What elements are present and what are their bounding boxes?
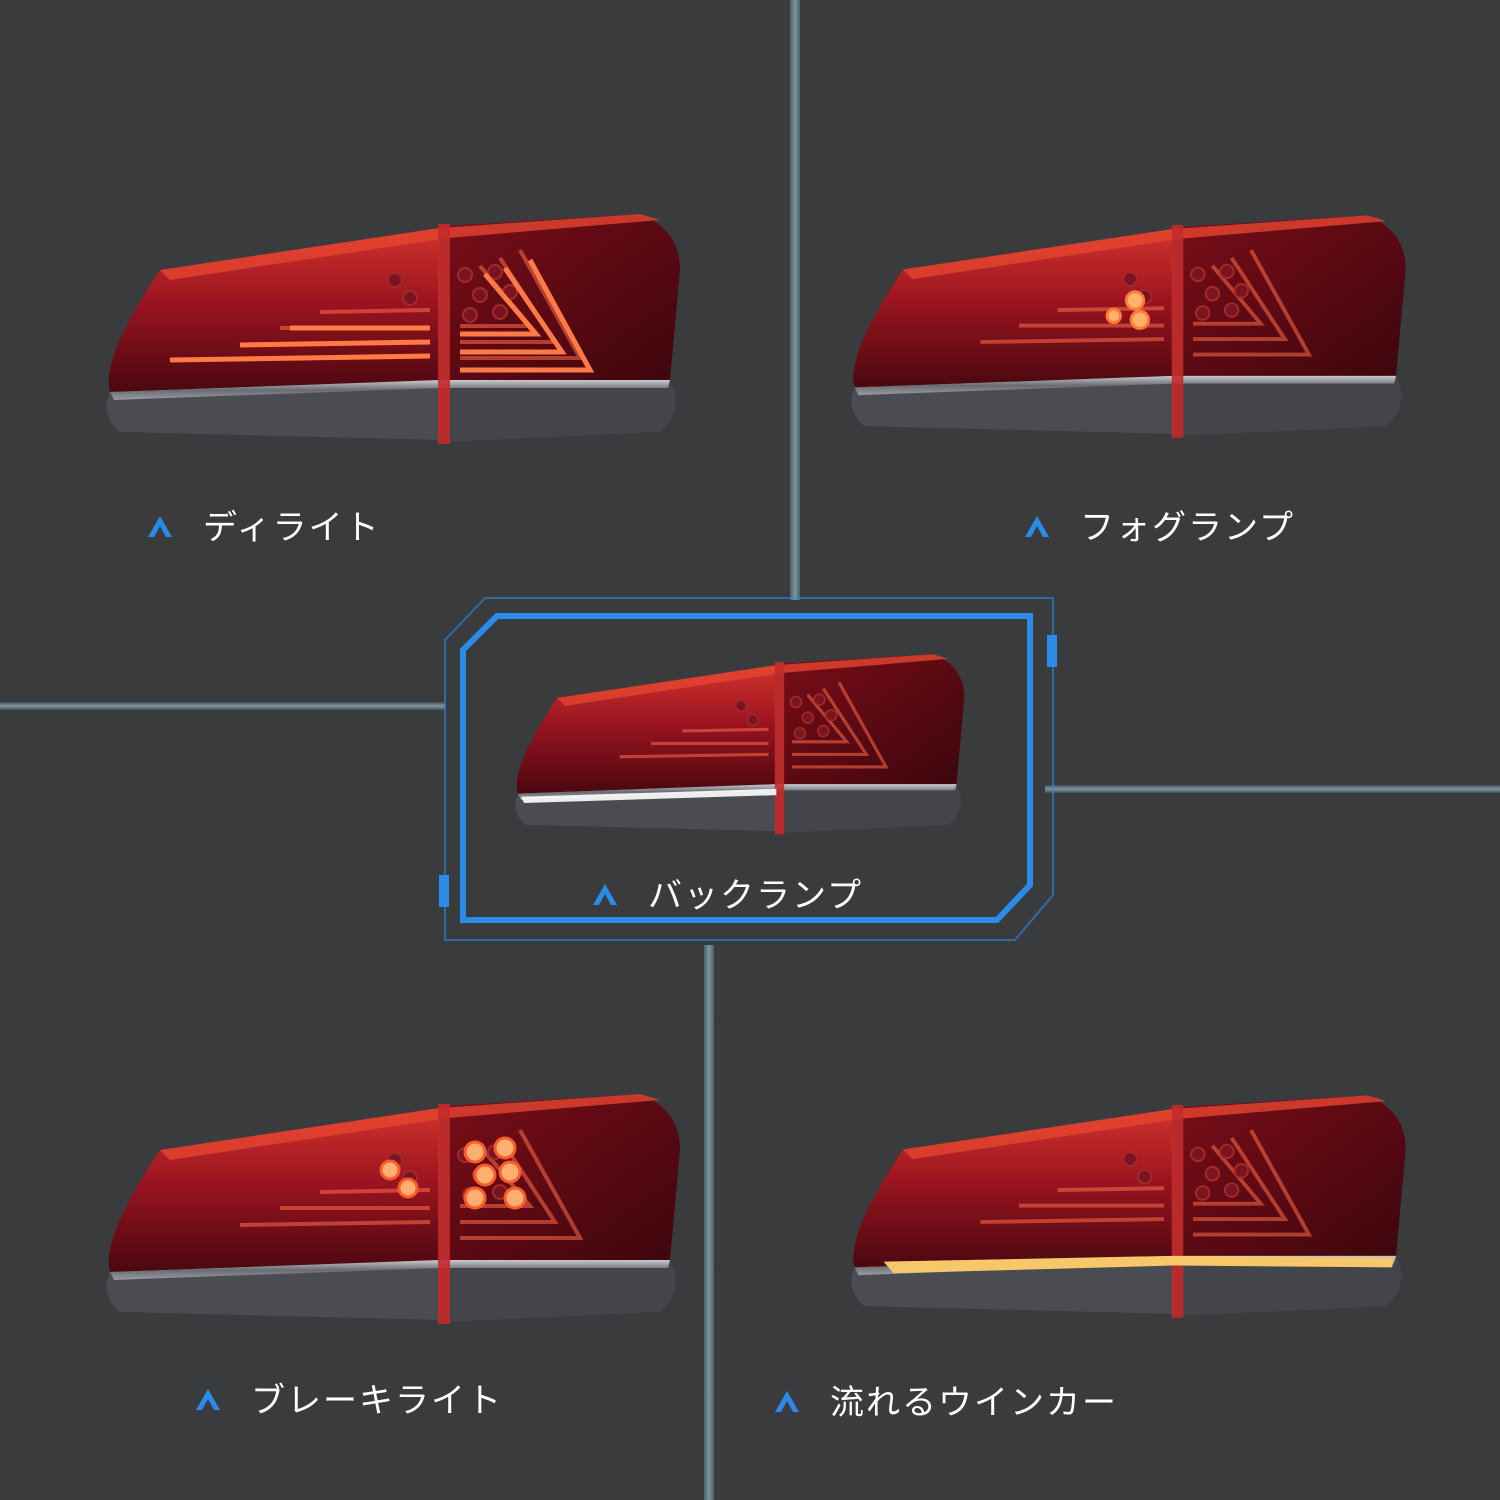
vertical-divider-top bbox=[790, 0, 800, 600]
vertical-divider-bottom bbox=[704, 945, 714, 1500]
highlight-frame bbox=[439, 597, 1057, 941]
taillight-day bbox=[100, 205, 700, 455]
taillight-fog bbox=[845, 205, 1425, 450]
label-brake-text: ブレーキライト bbox=[251, 1381, 503, 1421]
label-brake: ブレーキライト bbox=[193, 1373, 503, 1422]
label-fog: フォグランプ bbox=[1022, 500, 1295, 549]
chevron-up-icon bbox=[193, 1383, 223, 1413]
label-day: ディライト bbox=[145, 500, 381, 549]
taillight-turn bbox=[845, 1085, 1425, 1330]
chevron-up-icon bbox=[145, 510, 175, 540]
chevron-up-icon bbox=[1022, 510, 1052, 540]
horizontal-divider-right bbox=[1045, 785, 1500, 793]
horizontal-divider-left bbox=[0, 702, 445, 710]
label-reverse: バックランプ bbox=[590, 868, 863, 917]
taillight-brake bbox=[100, 1085, 700, 1335]
label-reverse-text: バックランプ bbox=[648, 876, 863, 916]
label-fog-text: フォグランプ bbox=[1080, 508, 1295, 548]
chevron-up-icon bbox=[772, 1385, 802, 1415]
taillight-reverse bbox=[510, 645, 980, 845]
label-day-text: ディライト bbox=[203, 508, 381, 548]
label-turn: 流れるウインカー bbox=[772, 1375, 1118, 1424]
label-turn-text: 流れるウインカー bbox=[830, 1383, 1118, 1423]
chevron-up-icon bbox=[590, 878, 620, 908]
